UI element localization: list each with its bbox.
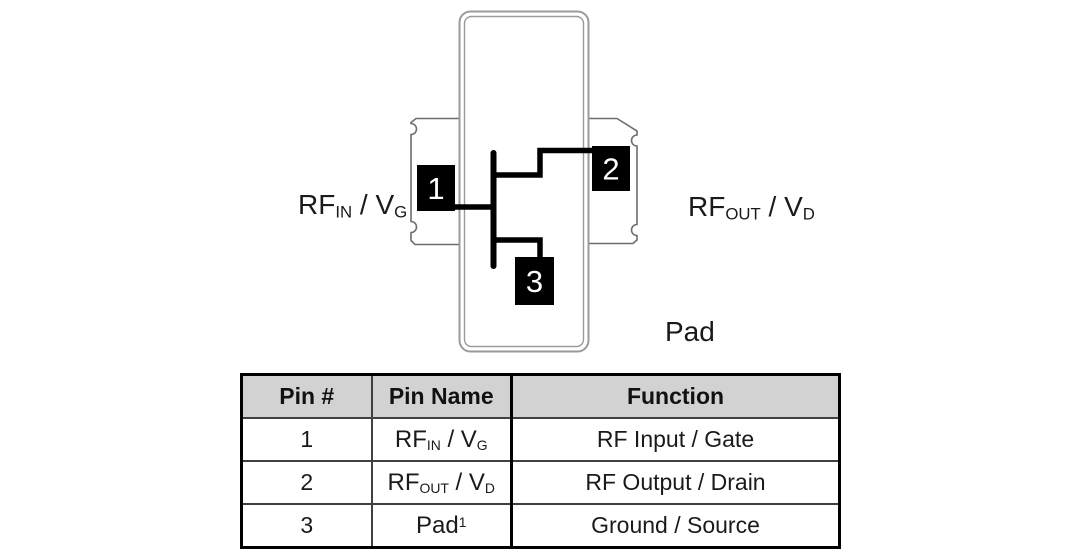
- pin-name-base: RF: [394, 425, 427, 453]
- table-row: 1 RFIN / VG RF Input / Gate: [240, 417, 841, 462]
- function-cell: Ground / Source: [510, 503, 841, 549]
- table-row: 2 RFOUT / VD RF Output / Drain: [240, 460, 841, 505]
- fet-drain-lead: [493, 147, 596, 178]
- rf-in-label: RFIN / VG: [298, 191, 407, 221]
- rf-in-sub2: G: [394, 202, 408, 222]
- pin-3-block: [515, 257, 554, 305]
- pin-3-number: 3: [526, 264, 543, 299]
- rf-in-sub: IN: [335, 202, 353, 222]
- rf-out-label: RFOUT / VD: [688, 193, 815, 223]
- pin-number-cell: 1: [240, 417, 373, 462]
- rf-out-mid: / V: [760, 191, 803, 222]
- table-header-row: Pin # Pin Name Function: [240, 373, 841, 419]
- rf-in-base: RF: [298, 189, 336, 220]
- rf-out-base: RF: [688, 191, 726, 222]
- fet-source-lead: [493, 237, 543, 262]
- function-cell: RF Output / Drain: [510, 460, 841, 505]
- pin-2-block: [592, 146, 630, 191]
- rf-in-mid: / V: [352, 189, 395, 220]
- pin-name-sub2: G: [476, 436, 488, 453]
- header-function: Function: [510, 373, 841, 419]
- pin-name-cell: RFIN / VG: [370, 417, 513, 462]
- pin-name-cell: RFOUT / VD: [370, 460, 513, 505]
- pin-name-cell: Pad1: [370, 503, 513, 549]
- rf-out-sub2: D: [802, 204, 815, 224]
- pin-number-cell: 2: [240, 460, 373, 505]
- table-row: 3 Pad1 Ground / Source: [240, 503, 841, 549]
- header-pin-number: Pin #: [240, 373, 373, 419]
- rf-out-sub: OUT: [725, 204, 761, 224]
- pin-name-footnote: 1: [458, 513, 467, 530]
- header-pin-name: Pin Name: [370, 373, 513, 419]
- pin-name-mid: / V: [448, 468, 485, 496]
- pin-1-number: 1: [427, 171, 444, 206]
- function-cell: RF Input / Gate: [510, 417, 841, 462]
- package-inner-outline: [463, 15, 585, 348]
- pin-1-block: [417, 165, 455, 211]
- pin-name-base: Pad: [416, 511, 459, 539]
- pin-name-sub: OUT: [419, 479, 449, 496]
- pin-function-table: Pin # Pin Name Function 1 RFIN / VG RF I…: [240, 373, 841, 549]
- pin-number-cell: 3: [240, 503, 373, 549]
- pad-label: Pad: [665, 316, 715, 347]
- pin-2-number: 2: [602, 152, 619, 187]
- pin-name-sub2: D: [484, 479, 495, 496]
- pin-name-sub: IN: [426, 436, 441, 453]
- pin-name-base: RF: [387, 468, 420, 496]
- pin-name-mid: / V: [440, 425, 477, 453]
